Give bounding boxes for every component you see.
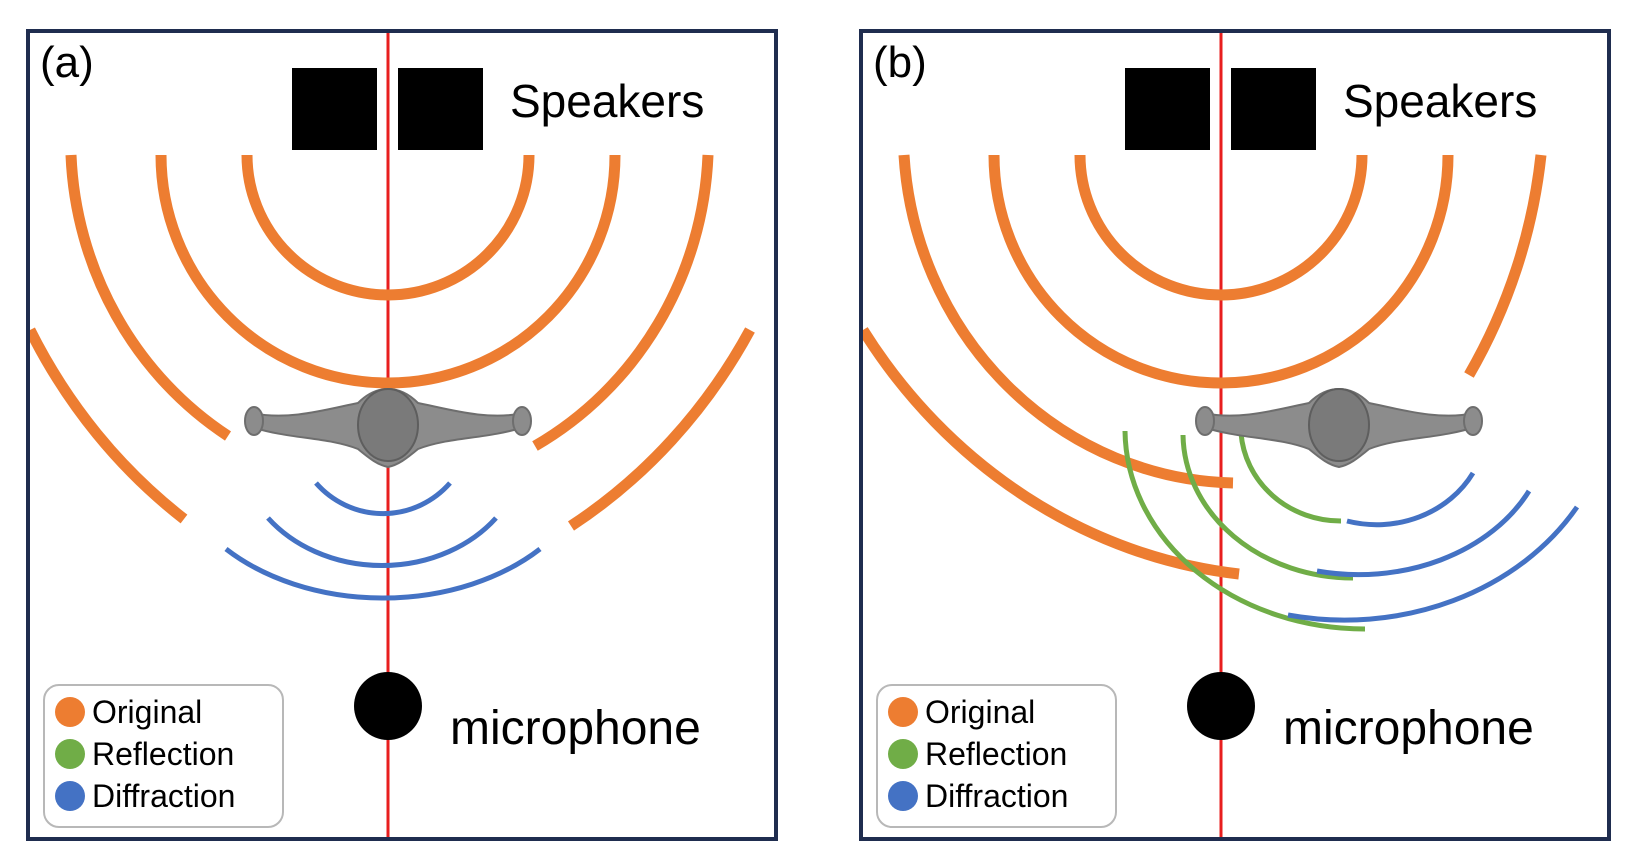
speakers-label: Speakers <box>1343 75 1538 127</box>
legend: Original Reflection Diffraction <box>43 684 284 828</box>
legend-label: Original <box>92 694 203 730</box>
original-wave <box>241 154 535 301</box>
diffraction-wave <box>266 516 498 568</box>
legend-item-reflection: Reflection <box>888 736 1067 772</box>
original-wave <box>898 154 1234 489</box>
reflection-wave <box>1122 430 1366 632</box>
speaker-icon <box>292 68 377 150</box>
legend-item-diffraction: Diffraction <box>888 778 1068 814</box>
legend-swatch <box>55 739 85 769</box>
panel-label: (a) <box>40 38 94 87</box>
original-wave <box>65 154 232 441</box>
legend-swatch <box>888 781 918 811</box>
speakers-label: Speakers <box>510 75 705 127</box>
legend-item-original: Original <box>888 694 1035 730</box>
legend-label: Diffraction <box>92 778 236 814</box>
diffraction-wave <box>224 547 542 601</box>
original-wave <box>532 154 714 451</box>
original-wave <box>988 154 1454 389</box>
legend-item-original: Original <box>55 694 202 730</box>
legend-label: Reflection <box>925 736 1068 772</box>
microphone-icon <box>1187 672 1255 740</box>
legend-swatch <box>888 739 918 769</box>
original-wave <box>30 327 188 524</box>
panel-b: (b) Speakers microphone Original Reflect… <box>859 29 1611 841</box>
legend-item-reflection: Reflection <box>55 736 234 772</box>
diagram-a <box>30 33 755 837</box>
legend-swatch <box>55 697 85 727</box>
speaker-icon <box>1125 68 1210 150</box>
original-wave <box>155 154 621 389</box>
microphone-label: microphone <box>450 702 701 755</box>
legend: Original Reflection Diffraction <box>876 684 1117 828</box>
panel-a: (a) Speakers microphone Original Reflect… <box>26 29 778 841</box>
diffraction-wave <box>314 481 452 517</box>
legend-swatch <box>55 781 85 811</box>
microphone-label: microphone <box>1283 702 1534 755</box>
legend-label: Reflection <box>92 736 235 772</box>
legend-label: Original <box>925 694 1036 730</box>
panel-label: (b) <box>873 38 927 87</box>
legend-label: Diffraction <box>925 778 1069 814</box>
microphone-icon <box>354 672 422 740</box>
legend-swatch <box>888 697 918 727</box>
legend-item-diffraction: Diffraction <box>55 778 235 814</box>
speaker-icon <box>398 68 483 150</box>
reflection-wave <box>1238 432 1342 524</box>
original-wave <box>1074 154 1368 301</box>
diffraction-wave <box>1346 471 1476 528</box>
reflection-wave <box>1180 434 1354 581</box>
listener-figure-icon <box>244 387 532 469</box>
listener-figure-icon <box>1195 387 1483 469</box>
original-wave <box>567 327 755 531</box>
original-wave <box>863 327 1240 580</box>
diffraction-wave <box>1287 505 1580 623</box>
diagram-b <box>863 33 1580 837</box>
original-wave <box>1464 154 1547 378</box>
diffraction-wave <box>1316 489 1532 578</box>
speaker-icon <box>1231 68 1316 150</box>
